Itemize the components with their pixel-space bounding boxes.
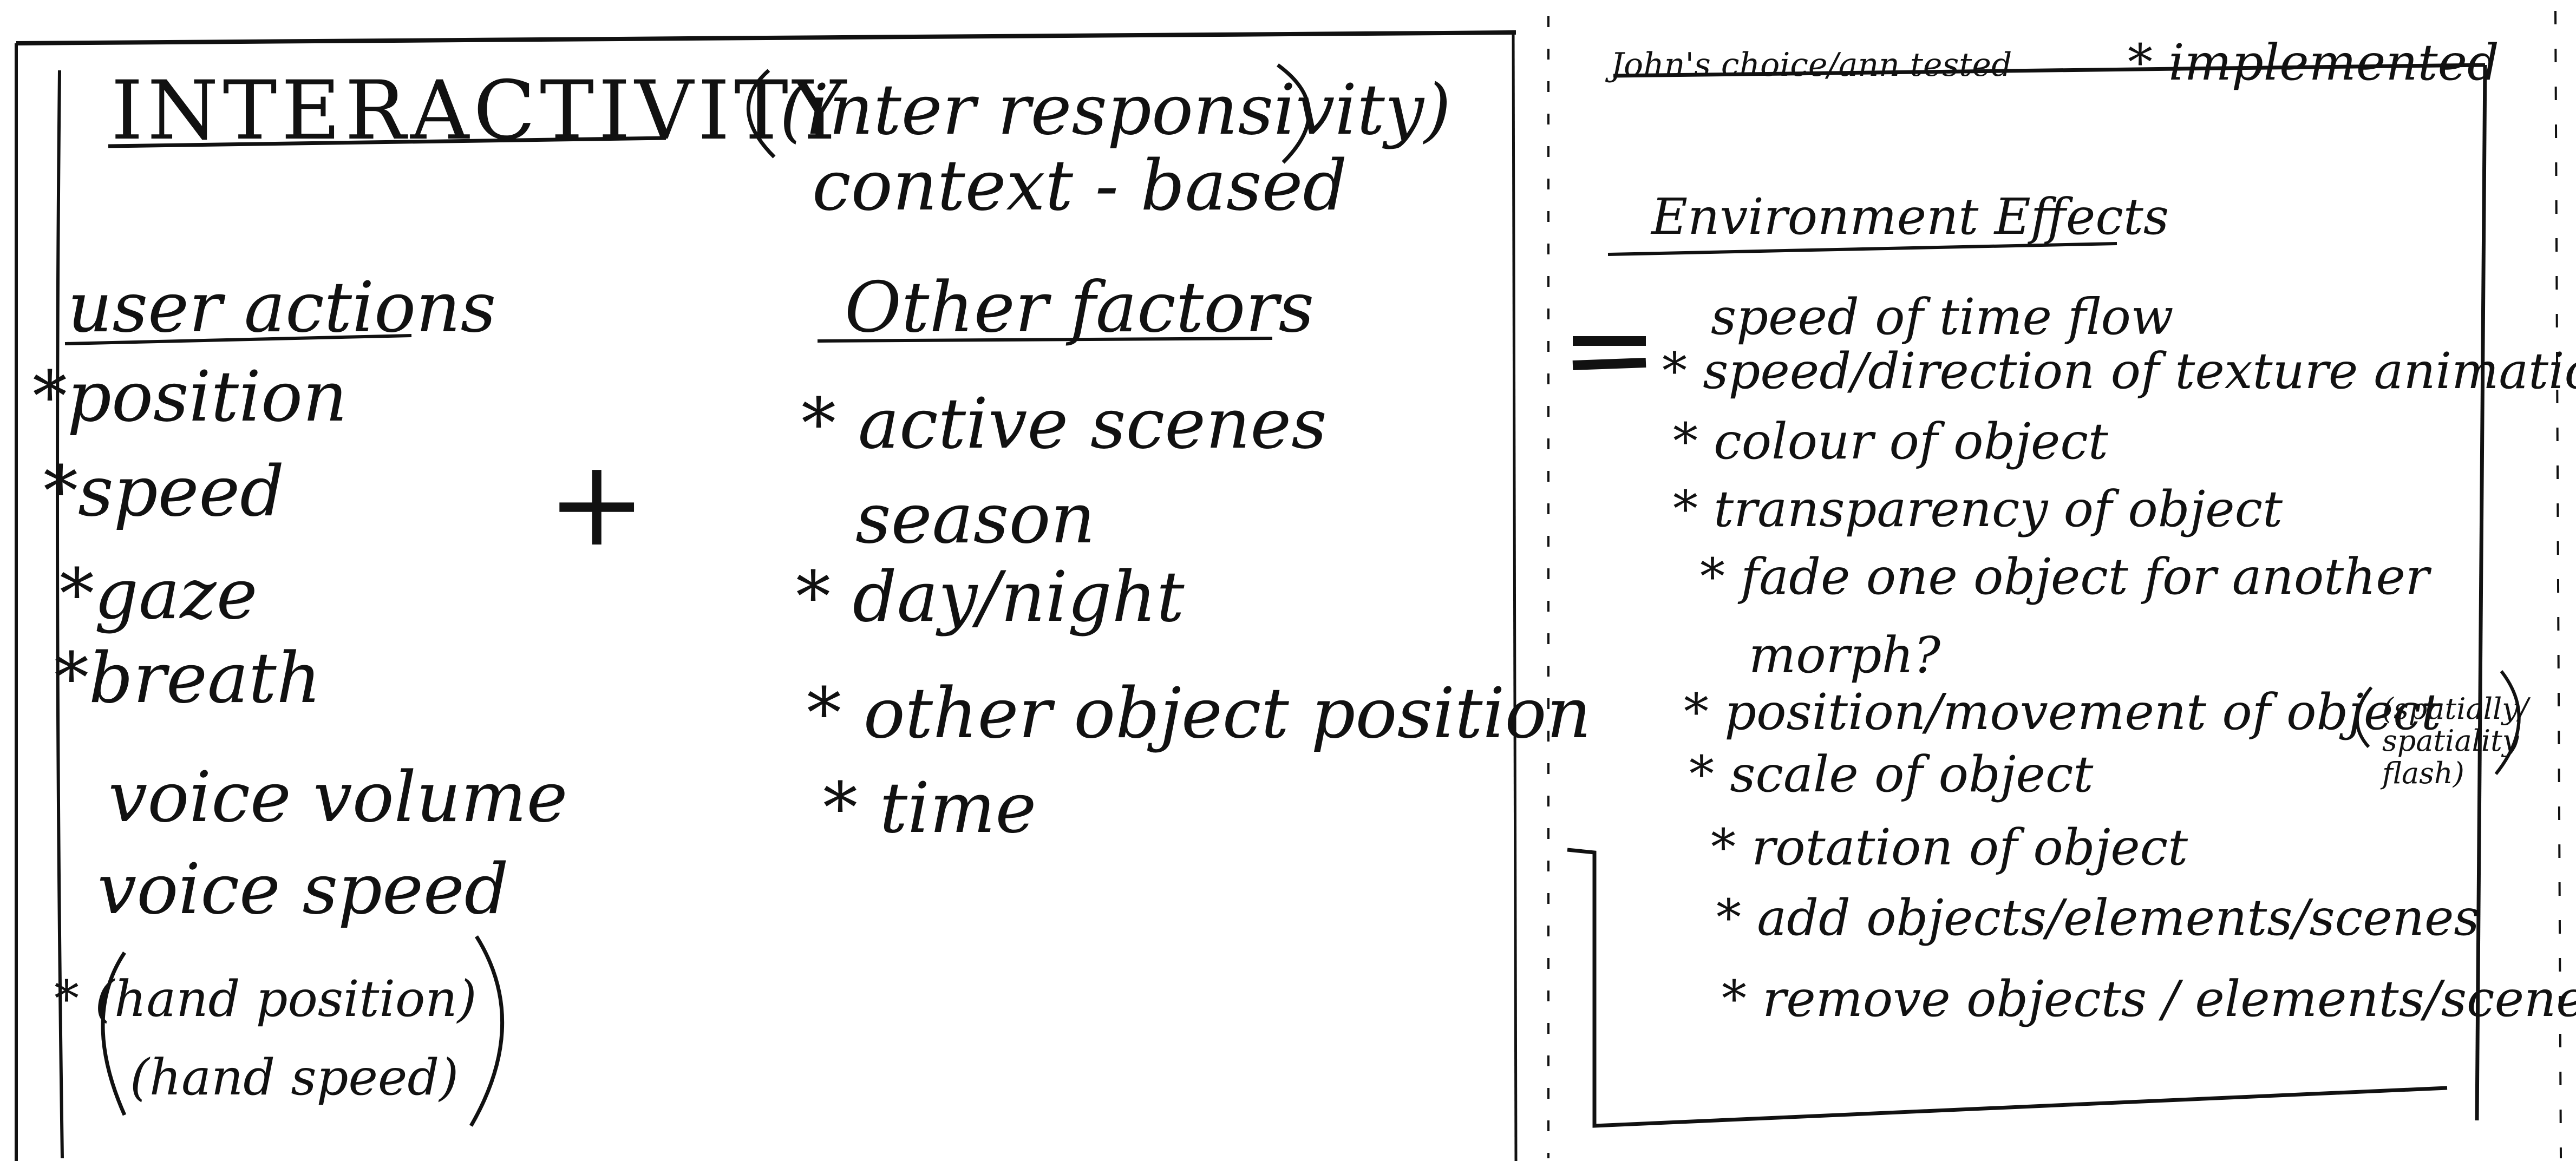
top-right-note: * implemented [2128,34,2499,91]
effect-item: * scale of object [1689,745,2094,803]
other-factor-item: * active scenes [801,384,1327,464]
other-factor-item: * day/night [796,557,1185,638]
environment-effects-heading: Environment Effects [1651,188,2169,246]
user-action-item: * (hand position) [54,970,477,1028]
effect-item: * rotation of object [1711,818,2188,876]
user-action-item: *breath [54,638,322,719]
other-factors-heading: Other factors [845,267,1315,348]
effect-item: * speed/direction of texture animation [1662,342,2576,400]
effect-item: * position/movement of object [1684,683,2441,741]
effect-item: * remove objects / elements/scenes [1722,970,2576,1028]
user-actions-heading: user actions [68,267,496,348]
effect-item: * add objects/elements/scenes [1716,889,2480,947]
effect-item: speed of time flow [1711,288,2174,346]
user-action-item: voice volume [108,757,568,838]
effect-item: * transparency of object [1673,480,2283,538]
user-action-item: *position [32,357,348,437]
user-action-item: (hand speed) [130,1048,459,1106]
subtitle-line2: context - based [812,146,1348,226]
other-factor-item: * time [823,768,1037,849]
user-action-item: voice speed [97,849,509,930]
left-title: INTERACTIVITY [111,64,851,158]
plus-sign: + [547,434,647,573]
effect-item: morph? [1749,626,1941,684]
effect-item: * fade one object for another [1700,548,2429,606]
side-note: (spatially/ spatiality flash) [2382,692,2528,790]
other-factor-item: * other object position [807,673,1591,754]
effect-item: * colour of object [1673,412,2108,470]
user-action-item: *gaze [60,554,258,635]
subtitle-line1: (inter responsivity) [780,70,1451,150]
other-factor-item: season [855,478,1095,559]
user-action-item: *speed [43,451,285,532]
top-left-note: John's choice/ann tested [1611,46,2012,84]
